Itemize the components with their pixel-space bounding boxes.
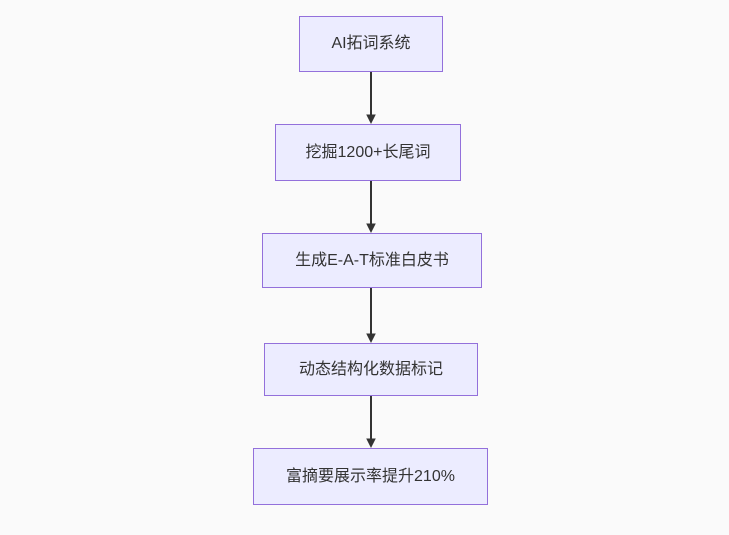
node-label: 动态结构化数据标记 [298, 360, 443, 378]
node-label: 挖掘1200+长尾词 [305, 143, 431, 161]
flowchart-node-ai-system: AI拓词系统 [299, 16, 443, 72]
arrow-n3-n4 [366, 288, 376, 343]
flowchart-node-structured-data: 动态结构化数据标记 [264, 343, 478, 396]
node-label: AI拓词系统 [331, 35, 411, 53]
arrow-n1-n2 [366, 72, 376, 124]
node-label: 富摘要展示率提升210% [286, 467, 455, 485]
arrow-n4-n5 [366, 396, 376, 448]
flowchart-node-rich-snippet-result: 富摘要展示率提升210% [253, 448, 488, 505]
arrow-n2-n3 [366, 181, 376, 233]
flowchart-node-eat-whitepaper: 生成E-A-T标准白皮书 [262, 233, 482, 288]
node-label: 生成E-A-T标准白皮书 [295, 251, 449, 269]
flowchart-node-longtail-words: 挖掘1200+长尾词 [275, 124, 461, 181]
